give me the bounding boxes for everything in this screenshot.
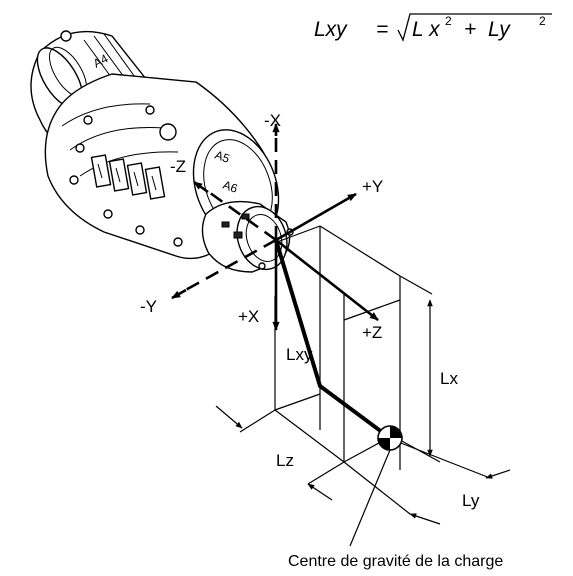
formula-exp2: 2 — [539, 14, 546, 28]
label-plus-x: +X — [238, 307, 259, 326]
svg-text:A5: A5 — [213, 148, 232, 166]
formula-term1: L x — [412, 18, 441, 41]
label-lx: Lx — [440, 369, 458, 388]
axis-minus-z — [205, 188, 277, 242]
dimension-arrows — [215, 299, 511, 525]
svg-text:A6: A6 — [221, 178, 240, 196]
coordinate-axes — [171, 123, 392, 440]
formula-plus: + — [464, 18, 476, 41]
label-minus-z: -Z — [170, 157, 186, 176]
axis-minus-y — [181, 238, 277, 294]
label-plus-y: +Y — [362, 177, 383, 196]
caption: Centre de gravité de la charge — [288, 553, 503, 570]
formula-term2: Ly — [488, 18, 511, 41]
label-minus-x: -X — [264, 111, 281, 130]
label-ly: Ly — [462, 491, 480, 510]
formula-lhs: Lxy — [314, 18, 348, 41]
formula-equals: = — [376, 18, 388, 41]
formula-exp1: 2 — [445, 14, 452, 28]
label-minus-y: -Y — [140, 297, 157, 316]
label-lxy: Lxy — [286, 345, 313, 364]
center-of-gravity-symbol — [349, 425, 403, 547]
leader-line — [349, 449, 391, 547]
lxy-vector — [274, 239, 392, 440]
robot-wrist-drawing: A4 A5 A6 — [30, 30, 294, 273]
sqrt-sign — [397, 13, 552, 42]
label-lz: Lz — [276, 451, 294, 470]
axis-plus-y — [275, 192, 357, 242]
label-plus-z: +Z — [362, 323, 382, 342]
svg-text:A4: A4 — [91, 51, 111, 70]
axis-plus-z — [275, 238, 379, 322]
formula: Lxy = L x 2 + Ly 2 — [314, 13, 552, 42]
